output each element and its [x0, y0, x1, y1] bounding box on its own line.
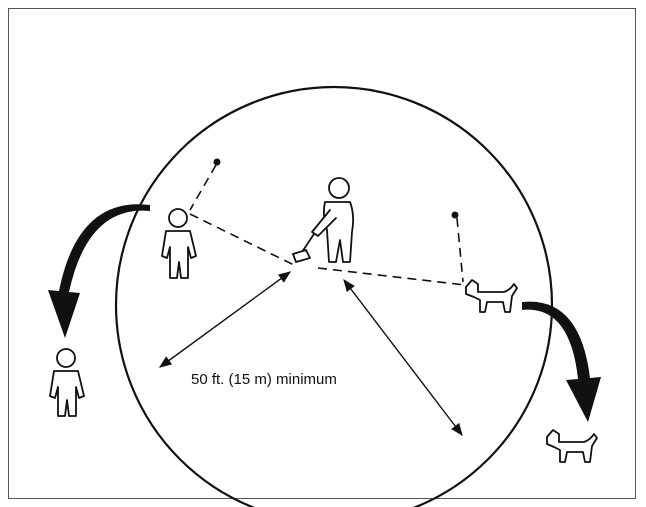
dog-icon	[546, 429, 598, 463]
bystander-icon	[49, 348, 85, 417]
debris-icon	[213, 158, 221, 166]
move-away-arrow-icon	[48, 204, 150, 338]
bystander-icon	[161, 208, 197, 279]
distance-arrow-icon	[158, 271, 463, 437]
debris-icon	[451, 211, 459, 219]
safety-zone-circle	[114, 85, 554, 507]
distance-label: 50 ft. (15 m) minimum	[191, 371, 337, 388]
operator-icon	[292, 177, 355, 263]
diagram-frame	[8, 8, 636, 499]
move-away-arrow-icon	[522, 301, 601, 422]
dog-icon	[465, 279, 518, 313]
